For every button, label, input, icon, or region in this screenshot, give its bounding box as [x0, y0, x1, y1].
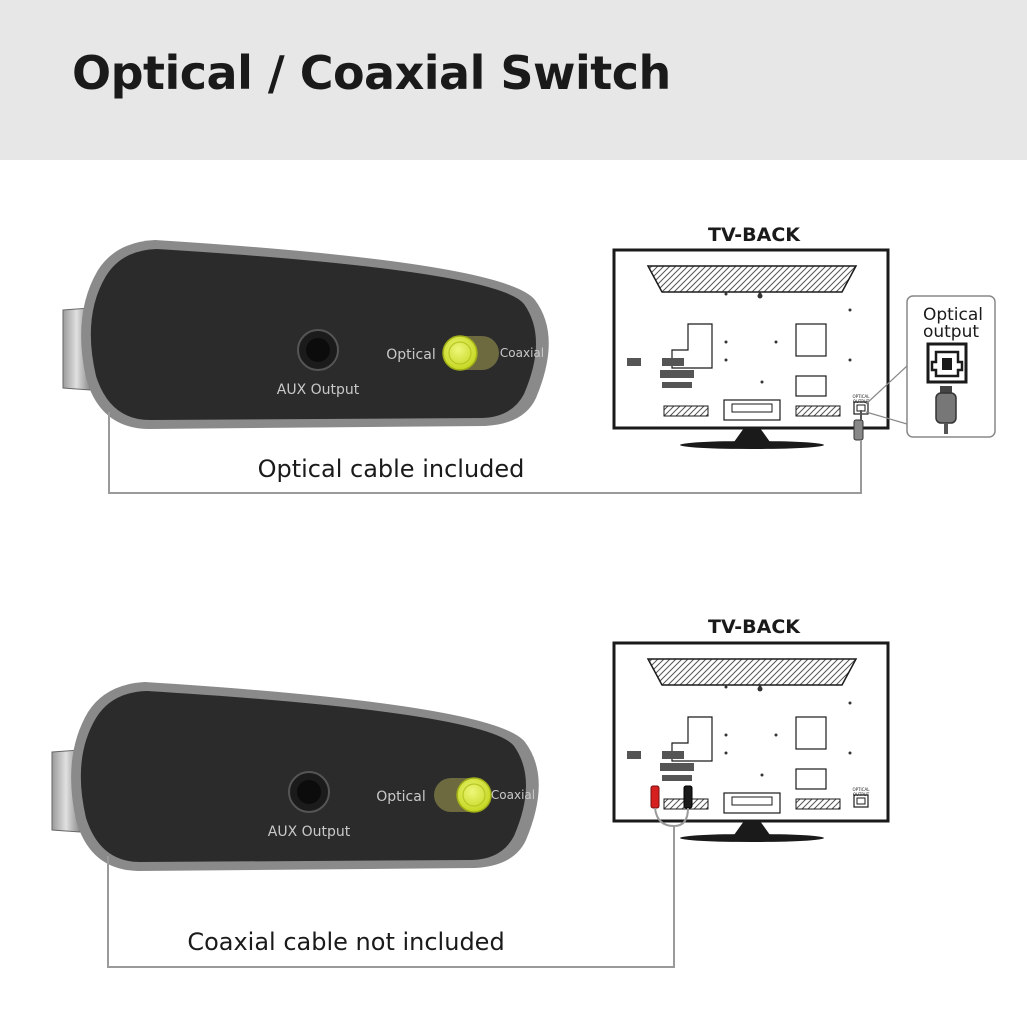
- switch-knob[interactable]: [456, 777, 492, 813]
- tv-port-label-line1: OPTICAL: [853, 394, 871, 399]
- callout-label-line2: output: [923, 322, 979, 342]
- panel-coaxial: TV-BACK OPTICAL OUTPUT AUX Output Optica…: [51, 616, 890, 968]
- optical-cable-line: [108, 412, 862, 494]
- aux-output-label: AUX Output: [277, 382, 360, 398]
- switch-knob[interactable]: [442, 335, 478, 371]
- optical-port-icon: [926, 342, 968, 384]
- tv-back-label: TV-BACK: [708, 616, 801, 638]
- caption-coaxial: Coaxial cable not included: [187, 928, 504, 956]
- optical-plug-icon: [853, 419, 864, 441]
- selector-switch[interactable]: [434, 777, 492, 813]
- tv-back-label: TV-BACK: [708, 224, 801, 246]
- page-title: Optical / Coaxial Switch: [72, 46, 671, 100]
- switch-label-coaxial: Coaxial: [500, 346, 544, 360]
- coaxial-cable-line: [107, 826, 675, 968]
- optical-plug-large-icon: [935, 386, 957, 434]
- selector-switch[interactable]: [442, 335, 499, 371]
- callout-label-line1: Optical: [923, 305, 983, 325]
- switch-label-optical: Optical: [376, 789, 425, 805]
- tv-port-label-line2: OUTPUT: [853, 792, 870, 797]
- switch-label-coaxial: Coaxial: [491, 788, 535, 802]
- tv-back-illustration: [612, 248, 890, 451]
- aux-output-jack: [297, 329, 339, 371]
- aux-output-label: AUX Output: [268, 824, 351, 840]
- header-band: [0, 0, 1027, 160]
- caption-optical: Optical cable included: [258, 455, 525, 483]
- switch-label-optical: Optical: [386, 347, 435, 363]
- aux-output-jack: [288, 771, 330, 813]
- tv-port-label-line1: OPTICAL: [853, 787, 871, 792]
- tv-port-label-line2: OUTPUT: [853, 399, 870, 404]
- panel-optical: TV-BACK OPTICAL OUTPUT Optical output: [62, 224, 996, 494]
